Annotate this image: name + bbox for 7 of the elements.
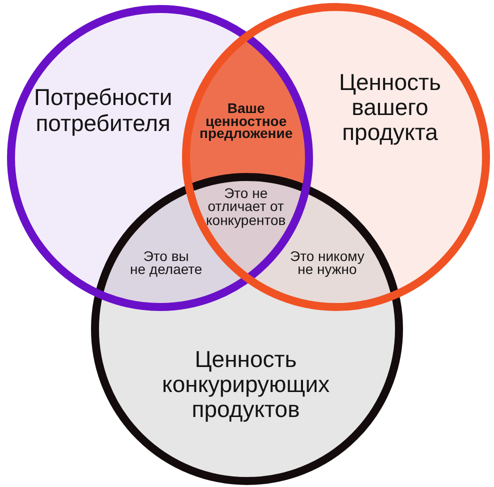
circle-label: Ценность вашего продукта (339, 70, 442, 144)
overlap-label: Это никому не нужно (290, 250, 364, 276)
overlap-label: Ваше ценностное предложение (200, 102, 293, 140)
overlap-label: Это вы не делаете (130, 250, 202, 276)
overlap-label: Это не отличает от конкурентов (206, 186, 286, 227)
circle-label: Потребности потребителя (34, 84, 172, 136)
circle-label: Ценность конкурирующих продуктов (162, 346, 330, 422)
